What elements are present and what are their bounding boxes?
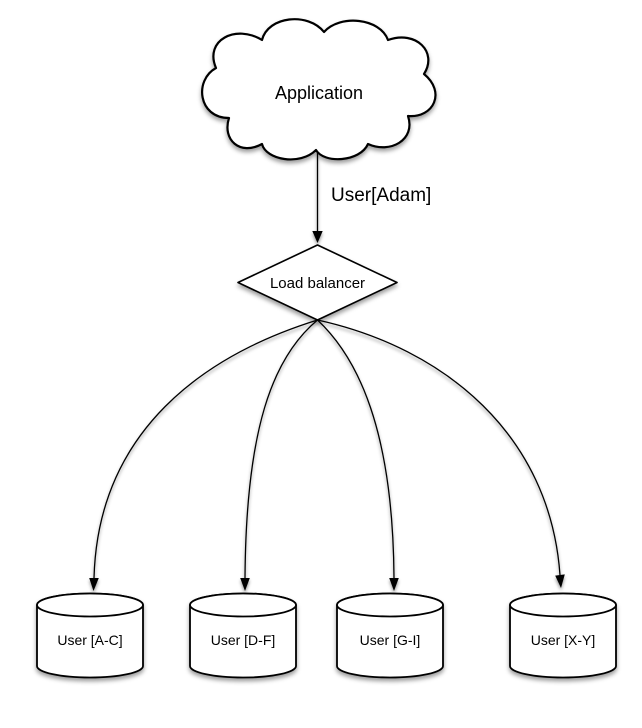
node-shard-4: User [X-Y] (509, 592, 617, 679)
cylinder-top-ellipse-3 (336, 592, 444, 618)
arrowhead-application-to-loadbalancer (312, 231, 323, 243)
arrowhead-loadbalancer-to-shard-2 (240, 578, 250, 591)
edge-label-user-adam: User[Adam] (331, 185, 431, 206)
arrowhead-loadbalancer-to-shard-3 (389, 578, 399, 591)
diamond-shape (237, 244, 398, 321)
shard-1-label: User [A-C] (57, 632, 122, 648)
arrowhead-loadbalancer-to-shard-4 (555, 574, 565, 588)
cylinder-top-ellipse-2 (189, 592, 297, 618)
shard-3-label: User [G-I] (360, 632, 421, 648)
node-load-balancer: Load balancer (237, 244, 398, 321)
load-balancer-label: Load balancer (270, 275, 365, 292)
cloud-shape (201, 18, 437, 161)
shard-4-label: User [X-Y] (531, 632, 596, 648)
shard-2-label: User [D-F] (211, 632, 276, 648)
node-shard-1: User [A-C] (36, 592, 144, 679)
edge-loadbalancer-to-shard-3 (316, 319, 395, 579)
edges-layer (89, 152, 565, 591)
cylinder-top-ellipse-1 (36, 592, 144, 618)
cylinder-top-ellipse-4 (509, 592, 617, 618)
edge-loadbalancer-to-shard-2 (244, 319, 319, 579)
node-application: Application (201, 18, 437, 161)
arrowhead-loadbalancer-to-shard-1 (89, 578, 99, 591)
edge-loadbalancer-to-shard-1 (93, 319, 319, 579)
application-label: Application (275, 83, 363, 103)
edge-loadbalancer-to-shard-4 (316, 319, 561, 576)
node-shard-3: User [G-I] (336, 592, 444, 679)
node-shard-2: User [D-F] (189, 592, 297, 679)
